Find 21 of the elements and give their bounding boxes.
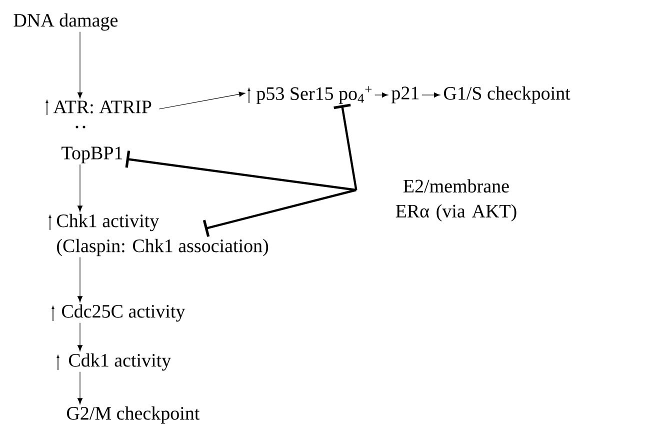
- arrow: [78, 372, 83, 404]
- arrow: [78, 32, 83, 98]
- pathway-step: p53 Ser15 po$_{4}$+: [256, 86, 372, 104]
- pathway-step: E2/membrane ERα (via AKT): [396, 179, 516, 222]
- arrow: [78, 164, 83, 212]
- arrow: [78, 257, 83, 302]
- pathway-step: Cdc25C activity: [62, 304, 186, 322]
- pathway-step: DNA damage: [14, 13, 118, 31]
- inhibition-line: [125, 150, 356, 192]
- pathway-step: Cdk1 activity: [69, 353, 172, 371]
- arrow: [374, 92, 388, 98]
- pathway-step: p21: [392, 86, 419, 104]
- arrow: [422, 92, 440, 98]
- pathway-step: Chk1 activity (Claspin: Chk1 association): [57, 214, 268, 256]
- arrow: [158, 92, 246, 110]
- arrow: [78, 322, 83, 352]
- pathway-step: TopBP1: [62, 146, 122, 164]
- inhibition-line: [334, 104, 358, 190]
- pathway-step: G1/S checkpoint: [444, 86, 570, 104]
- pathway-step: ATR: ATRIP: [53, 100, 152, 114]
- pathway-step: G2/M checkpoint: [67, 406, 200, 424]
